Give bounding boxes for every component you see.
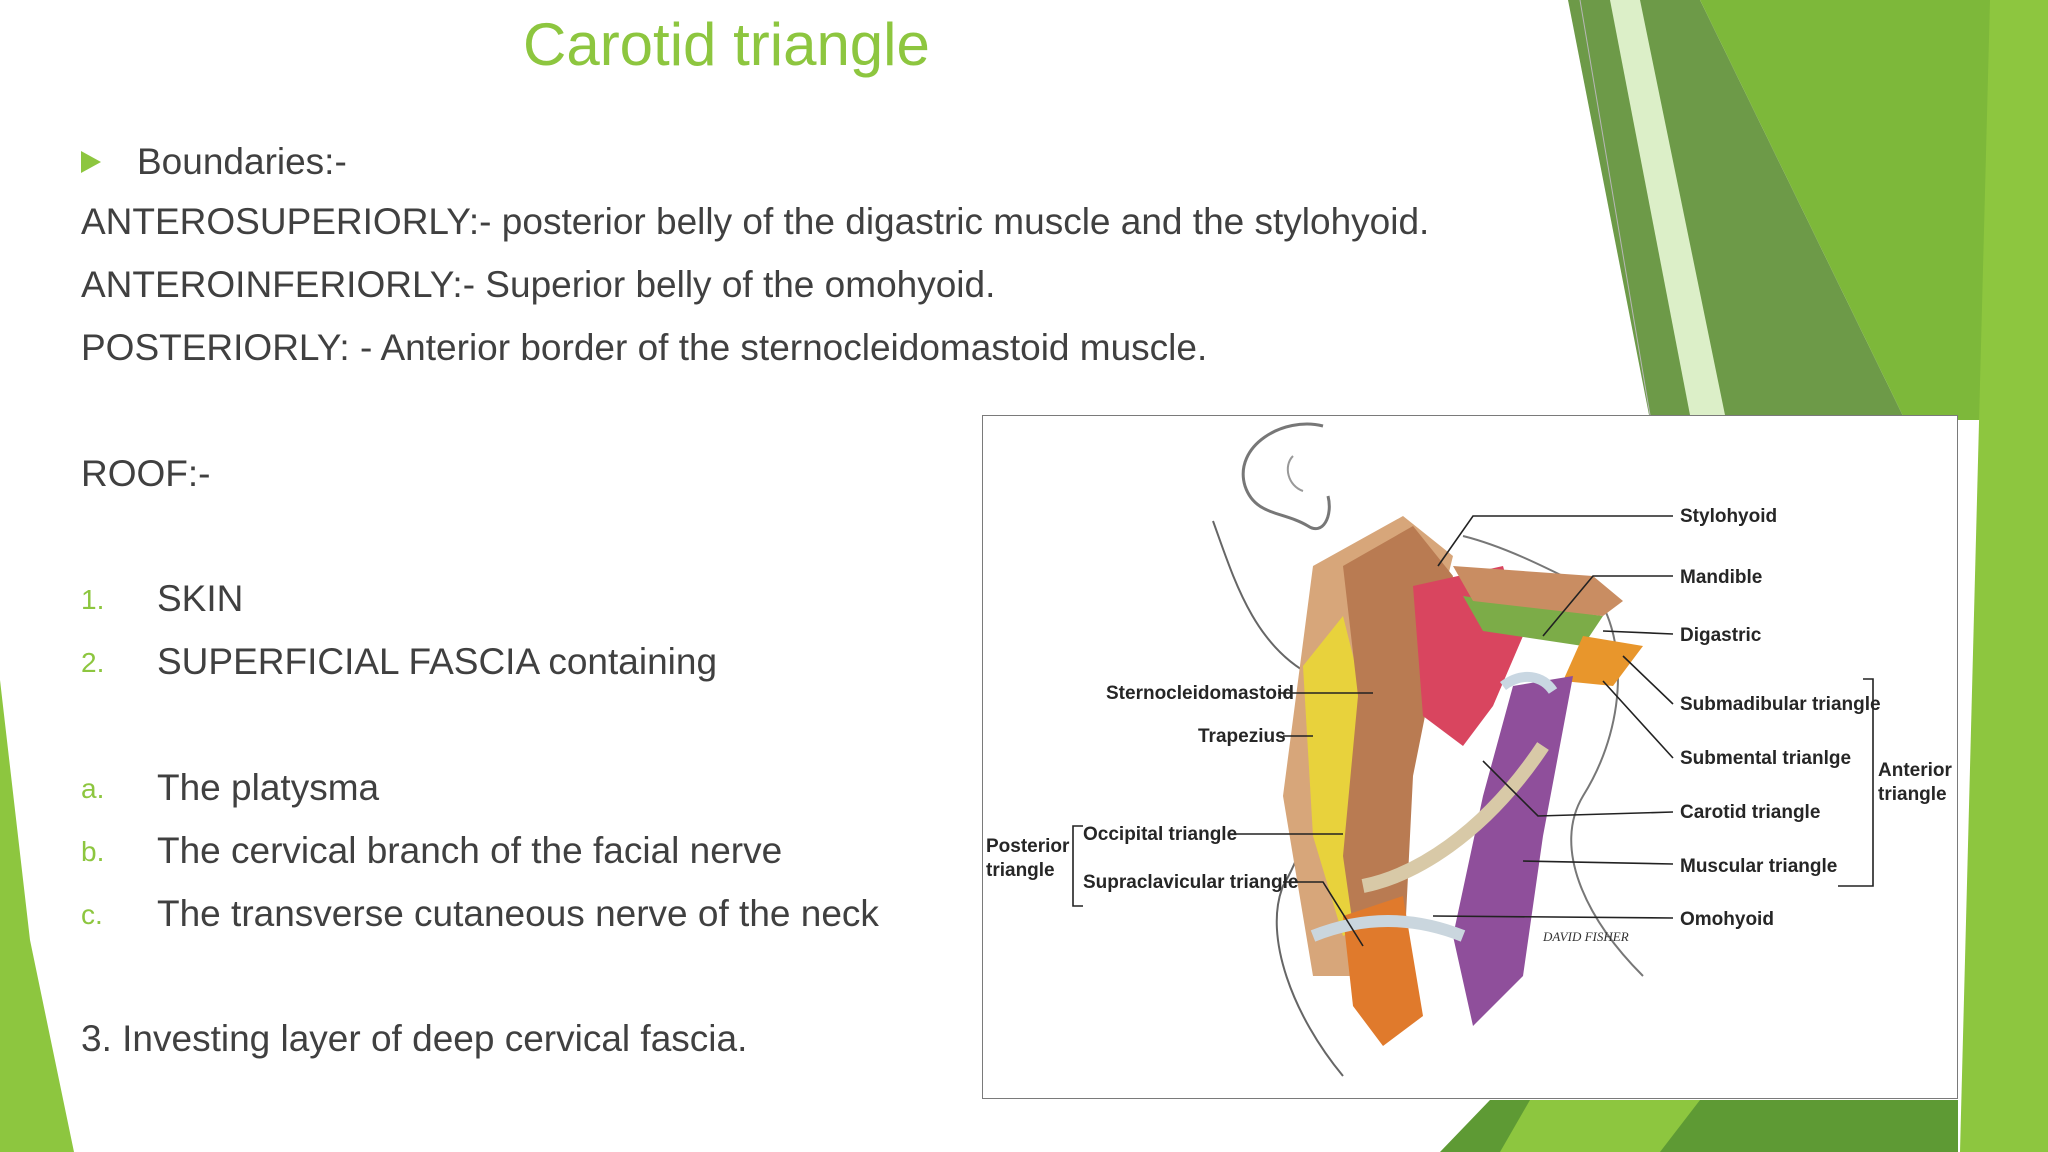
label-trapezius: Trapezius [1198,726,1286,747]
neck-triangles-figure: Stylohyoid Mandible Digastric Submadibul… [982,415,1958,1099]
label-sternocleidomastoid: Sternocleidomastoid [1106,683,1294,704]
fascia-item-marker: b. [81,836,105,867]
label-submental-triangle: Submental trianlge [1680,748,1851,769]
label-muscular-triangle: Muscular triangle [1680,856,1837,877]
label-omohyoid: Omohyoid [1680,909,1774,930]
boundary-posterior: POSTERIORLY: - Anterior border of the st… [81,327,1208,368]
roof-item-text: SUPERFICIAL FASCIA containing [157,641,718,682]
slide-title: Carotid triangle [523,11,930,78]
fascia-item-text: The transverse cutaneous nerve of the ne… [157,893,879,934]
roof-heading: ROOF:- [81,453,211,494]
fascia-item-marker: a. [81,773,105,804]
bullet-boundaries: Boundaries:- [81,137,347,187]
boundary-anteroinferior: ANTEROINFERIORLY:- Superior belly of the… [81,264,996,305]
label-anterior-line2: triangle [1878,784,1947,805]
label-submandibular-triangle: Submadibular triangle [1680,694,1881,715]
roof-item-marker: 1. [81,584,105,615]
fascia-item-text: The cervical branch of the facial nerve [157,830,783,871]
neck-anatomy-illustration: Stylohyoid Mandible Digastric Submadibul… [986,422,1953,1077]
roof-item-marker: 2. [81,647,105,678]
label-occipital-triangle: Occipital triangle [1083,824,1237,845]
fascia-item-marker: c. [81,899,103,930]
label-carotid-triangle: Carotid triangle [1680,802,1820,823]
label-digastric: Digastric [1680,625,1762,646]
label-stylohyoid: Stylohyoid [1680,506,1777,527]
boundary-anterosuperior: ANTEROSUPERIORLY:- posterior belly of th… [81,201,1430,242]
artist-signature: DAVID FISHER [1542,929,1629,944]
roof-item-text: SKIN [157,578,244,619]
boundaries-heading: Boundaries:- [137,141,347,182]
label-mandible: Mandible [1680,567,1762,588]
label-posterior-line1: Posterior [986,836,1070,857]
deep-fascia-item: 3. Investing layer of deep cervical fasc… [81,1018,748,1059]
label-posterior-line2: triangle [986,860,1055,881]
label-anterior-line1: Anterior [1878,760,1953,781]
label-supraclavicular-triangle: Supraclavicular triangle [1083,872,1298,893]
bullet-arrow-icon [81,151,101,173]
fascia-item-text: The platysma [157,767,380,808]
